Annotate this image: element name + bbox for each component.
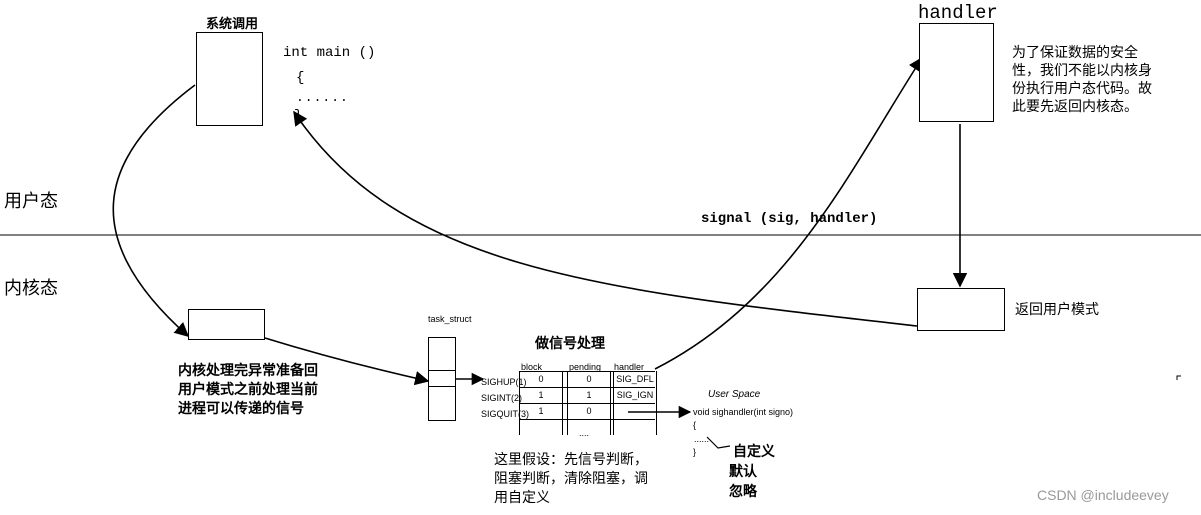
header-block: block — [521, 362, 543, 372]
main-code-line-2: { — [296, 70, 305, 86]
task-struct-block — [428, 337, 456, 421]
row-line-1 — [519, 371, 655, 372]
main-code-line-4: } — [294, 108, 303, 124]
sighandler-code-line-4: } — [693, 447, 697, 457]
main-code-line-1: int main () — [283, 45, 376, 61]
assumption-note: 这里假设：先信号判断，阻塞判断，清除阻塞，调用自定义 — [494, 452, 648, 506]
task-struct-label: task_struct — [428, 314, 472, 324]
signal-call-label: signal (sig, handler) — [701, 211, 878, 227]
syscall-box — [196, 32, 263, 126]
corner-mark — [1176, 375, 1181, 380]
kernel-note: 内核处理完异常准备回用户模式之前处理当前进程可以传递的信号 — [178, 363, 318, 417]
user-mode-label: 用户态 — [4, 191, 58, 212]
sighandler-code-line-2: { — [693, 420, 697, 430]
cell-sigquit-block: 1 — [538, 406, 544, 416]
user-space-label: User Space — [708, 389, 761, 400]
row-line-3 — [519, 403, 655, 404]
sighandler-code-line-3: ...... — [694, 434, 710, 444]
sighandler-code-line-1: void sighandler(int signo) — [693, 407, 794, 417]
return-box — [917, 288, 1005, 331]
kernel-mode-label: 内核态 — [4, 278, 58, 299]
row-name-sigint: SIGINT(2) — [481, 393, 523, 403]
option-default: 默认 — [729, 464, 757, 480]
cell-sigint-block: 1 — [538, 390, 544, 400]
handler-note: 为了保证数据的安全性，我们不能以内核身份执行用户态代码。故此要先返回内核态。 — [1012, 45, 1152, 115]
handler-title: handler — [918, 2, 998, 24]
table-more-marker: .... — [579, 428, 590, 438]
task-struct-divider-1 — [428, 370, 456, 371]
cell-sigint-pending: 1 — [586, 390, 592, 400]
signal-processing-title: 做信号处理 — [535, 336, 605, 352]
watermark: CSDN @includeevey — [1037, 487, 1169, 503]
option-custom: 自定义 — [733, 444, 775, 460]
row-line-2 — [519, 387, 655, 388]
cell-sighup-handler: SIG_DFL — [616, 374, 654, 384]
row-name-sighup: SIGHUP(1) — [481, 377, 527, 387]
cell-sigint-handler: SIG_IGN — [616, 390, 654, 400]
main-code-line-3: ...... — [296, 90, 349, 105]
kernel-to-task-arrow — [264, 337, 430, 386]
task-struct-divider-2 — [428, 386, 456, 387]
kernel-box — [188, 309, 265, 340]
row-name-sigquit: SIGQUIT(3) — [481, 409, 530, 419]
header-pending: pending — [569, 362, 602, 372]
header-handler: handler — [614, 362, 645, 372]
cell-sighup-block: 0 — [538, 374, 544, 384]
option-ignore: 忽略 — [729, 484, 757, 500]
cell-sigquit-pending: 0 — [586, 406, 592, 416]
syscall-title: 系统调用 — [206, 17, 259, 32]
cell-sighup-pending: 0 — [586, 374, 592, 384]
handler-box — [919, 23, 994, 122]
handler-up-arrow — [654, 56, 923, 370]
return-to-main-arrow — [293, 110, 918, 327]
custom-pointer-line — [706, 436, 731, 449]
row-line-4 — [519, 419, 655, 420]
return-label: 返回用户模式 — [1015, 302, 1099, 318]
syscall-to-kernel-arrow — [112, 84, 196, 337]
